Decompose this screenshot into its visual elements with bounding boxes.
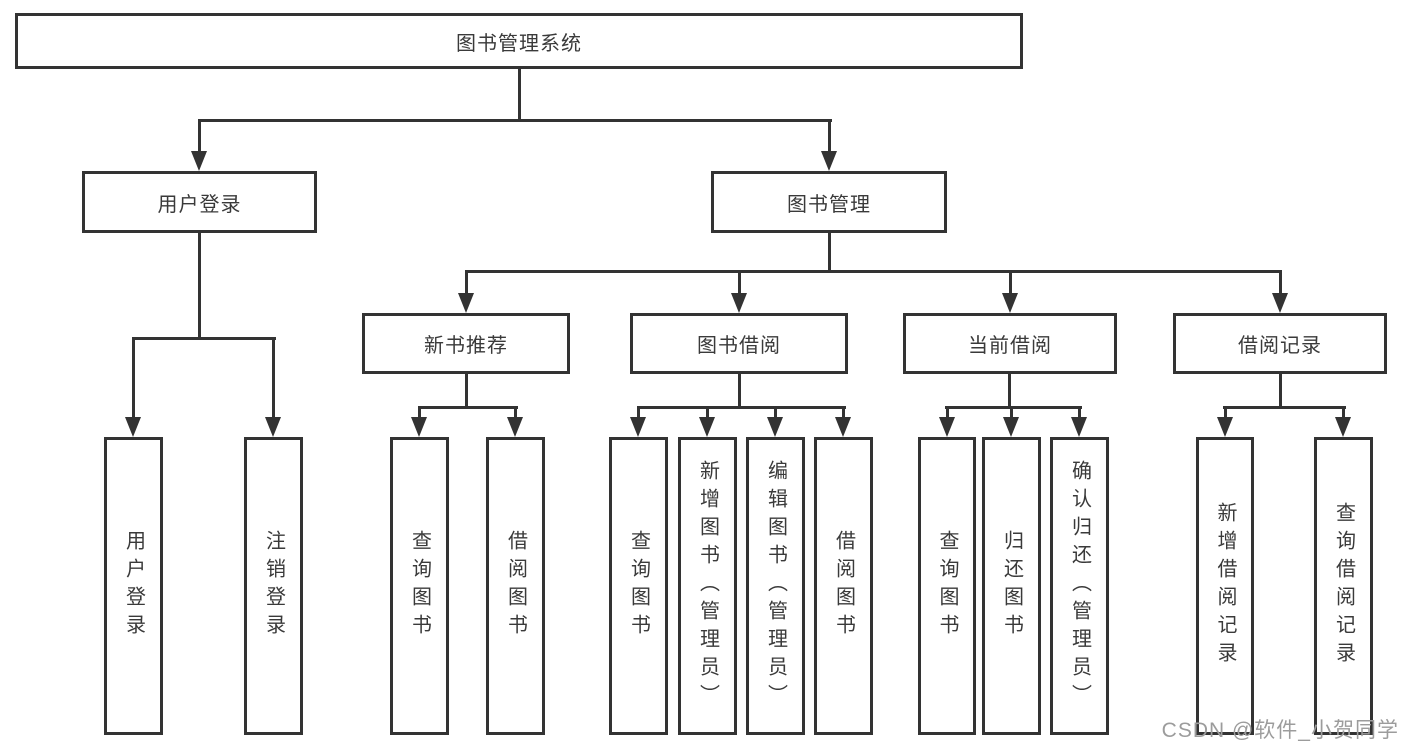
connector-arrow bbox=[1003, 406, 1019, 437]
connector-arrow bbox=[1002, 270, 1018, 313]
leaf-query-books-label: 查询图书 bbox=[627, 530, 650, 642]
leaf-query-books-label: 查询图书 bbox=[408, 530, 431, 642]
leaf-borrow-books-label: 借阅图书 bbox=[504, 530, 527, 642]
node-book-management-label: 图书管理 bbox=[787, 193, 871, 216]
node-library-system: 图书管理系统 bbox=[15, 13, 1023, 69]
leaf-borrow-books-label: 借阅图书 bbox=[832, 530, 855, 642]
connector-arrow bbox=[835, 406, 851, 437]
connector-line bbox=[738, 374, 741, 409]
node-new-book-recommend: 新书推荐 bbox=[362, 313, 570, 374]
connector-line bbox=[465, 374, 468, 409]
node-book-borrow-label: 图书借阅 bbox=[697, 335, 781, 357]
leaf-query-books-label: 查询图书 bbox=[936, 530, 958, 642]
leaf-edit-book-admin: 编辑图书（管理员） bbox=[746, 437, 805, 735]
connector-arrow bbox=[630, 406, 646, 437]
connector-arrow bbox=[191, 119, 207, 171]
leaf-add-borrow-record: 新增借阅记录 bbox=[1196, 437, 1254, 735]
connector-arrow bbox=[265, 337, 281, 437]
leaf-query-books: 查询图书 bbox=[918, 437, 976, 735]
node-book-borrow: 图书借阅 bbox=[630, 313, 848, 374]
connector-arrow bbox=[458, 270, 474, 313]
connector-line bbox=[1279, 374, 1282, 409]
connector-line bbox=[945, 406, 1082, 409]
connector-line bbox=[465, 270, 1282, 273]
connector-line bbox=[418, 406, 518, 409]
connector-line bbox=[1008, 374, 1011, 409]
node-library-system-label: 图书管理系统 bbox=[456, 32, 582, 55]
leaf-confirm-return-admin: 确认归还（管理员） bbox=[1050, 437, 1109, 735]
connector-arrow bbox=[507, 406, 523, 437]
node-new-book-recommend-label: 新书推荐 bbox=[424, 335, 508, 357]
node-current-borrow-label: 当前借阅 bbox=[968, 335, 1052, 357]
leaf-add-book-admin-label: 新增图书（管理员） bbox=[696, 460, 719, 712]
leaf-borrow-books: 借阅图书 bbox=[814, 437, 873, 735]
leaf-confirm-return-admin-label: 确认归还（管理员） bbox=[1068, 460, 1091, 712]
connector-arrow bbox=[699, 406, 715, 437]
leaf-return-books: 归还图书 bbox=[982, 437, 1041, 735]
connector-line bbox=[132, 337, 276, 340]
connector-arrow bbox=[411, 406, 427, 437]
leaf-edit-book-admin-label: 编辑图书（管理员） bbox=[764, 460, 787, 712]
csdn-watermark: CSDN @软件_小贺同学 bbox=[1161, 719, 1399, 742]
connector-line bbox=[828, 233, 831, 273]
node-current-borrow: 当前借阅 bbox=[903, 313, 1117, 374]
leaf-add-book-admin: 新增图书（管理员） bbox=[678, 437, 737, 735]
leaf-borrow-books: 借阅图书 bbox=[486, 437, 545, 735]
leaf-add-borrow-record-label: 新增借阅记录 bbox=[1214, 502, 1236, 670]
connector-arrow bbox=[1272, 270, 1288, 313]
connector-arrow bbox=[1217, 406, 1233, 437]
leaf-user-login-label: 用户登录 bbox=[122, 530, 145, 642]
connector-arrow bbox=[125, 337, 141, 437]
connector-arrow bbox=[939, 406, 955, 437]
leaf-user-login: 用户登录 bbox=[104, 437, 163, 735]
connector-arrow bbox=[1335, 406, 1351, 437]
node-user-login-label: 用户登录 bbox=[157, 193, 242, 216]
leaf-query-books: 查询图书 bbox=[609, 437, 668, 735]
leaf-query-borrow-record: 查询借阅记录 bbox=[1314, 437, 1373, 735]
node-borrow-records: 借阅记录 bbox=[1173, 313, 1387, 374]
connector-arrow bbox=[821, 119, 837, 171]
node-book-management: 图书管理 bbox=[711, 171, 947, 233]
leaf-logout-label: 注销登录 bbox=[262, 530, 285, 642]
connector-arrow bbox=[767, 406, 783, 437]
connector-line bbox=[198, 233, 201, 340]
connector-line bbox=[637, 406, 846, 409]
leaf-logout: 注销登录 bbox=[244, 437, 303, 735]
leaf-query-borrow-record-label: 查询借阅记录 bbox=[1332, 502, 1355, 670]
connector-arrow bbox=[1071, 406, 1087, 437]
leaf-return-books-label: 归还图书 bbox=[1000, 530, 1023, 642]
connector-line bbox=[518, 68, 521, 122]
node-user-login: 用户登录 bbox=[82, 171, 317, 233]
leaf-query-books: 查询图书 bbox=[390, 437, 449, 735]
node-borrow-records-label: 借阅记录 bbox=[1238, 335, 1322, 357]
connector-line bbox=[198, 119, 832, 122]
connector-arrow bbox=[731, 270, 747, 313]
connector-line bbox=[1223, 406, 1346, 409]
